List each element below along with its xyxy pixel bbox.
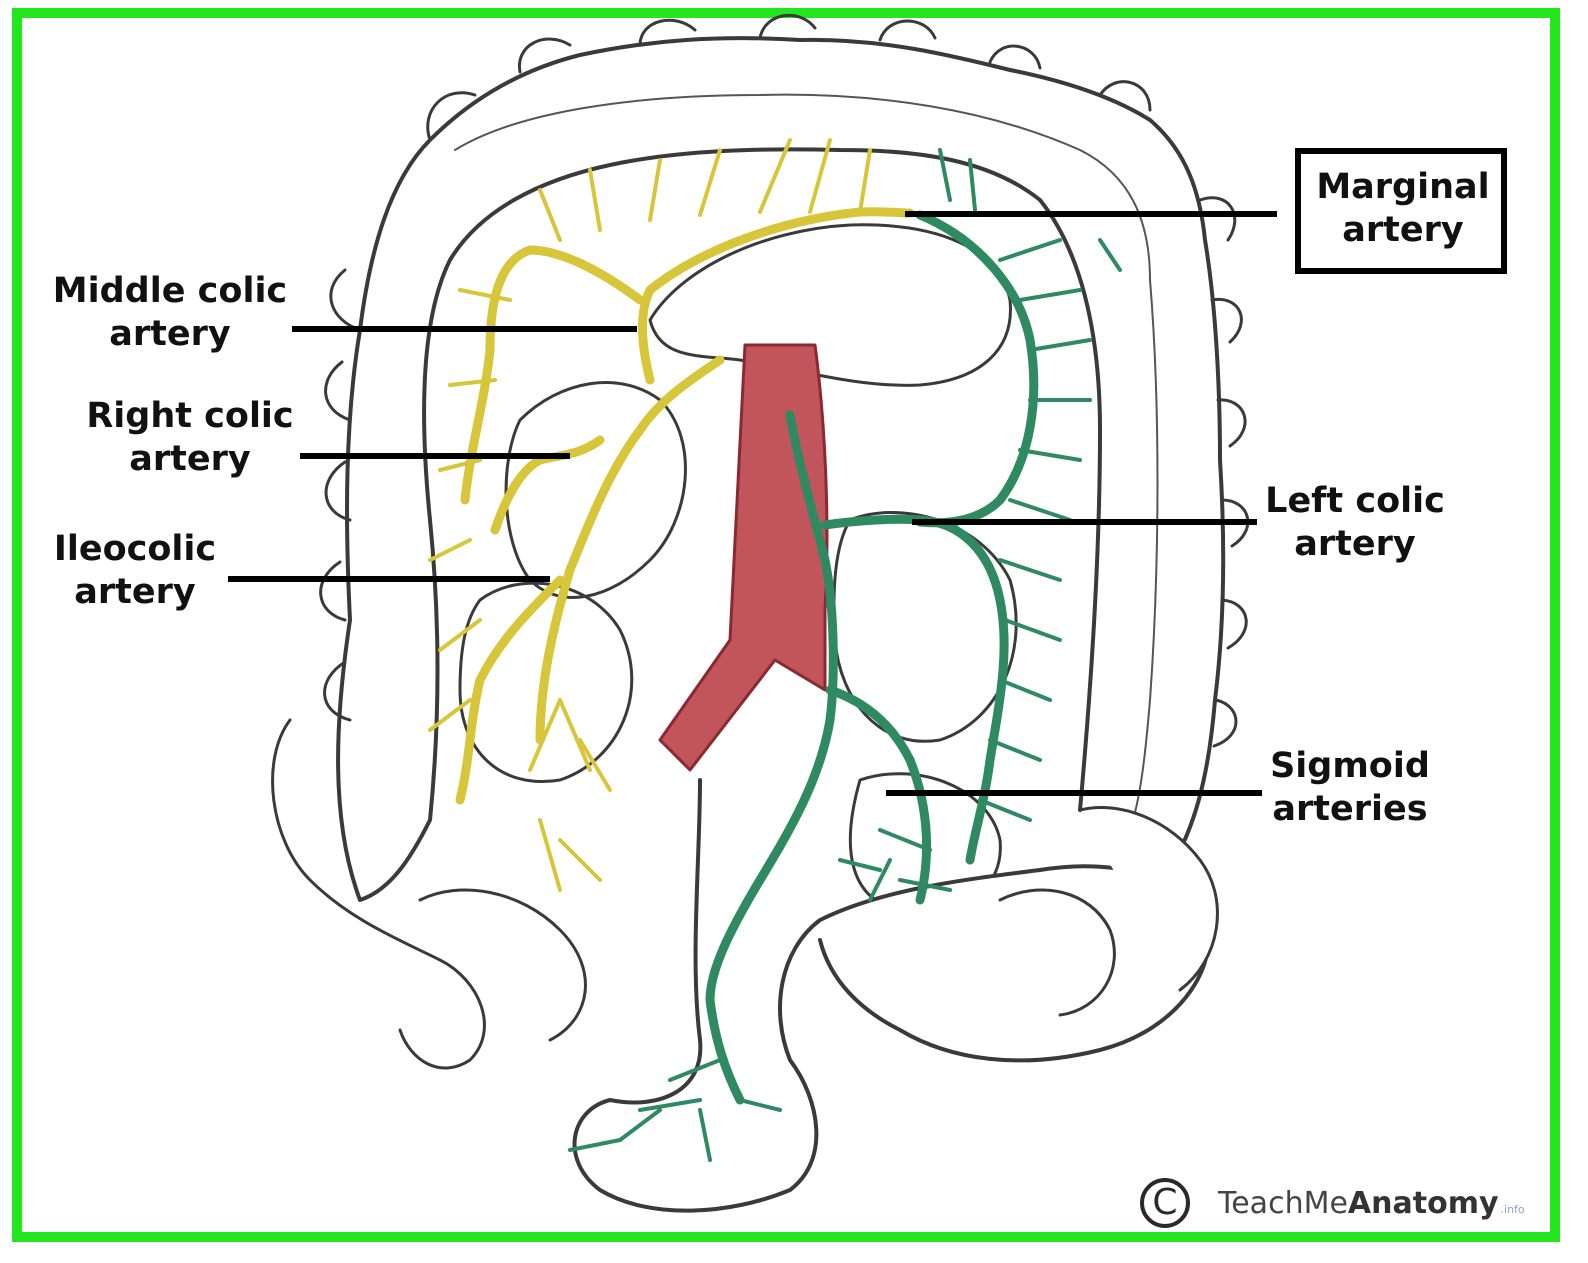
label-marginal-line1: Marginal: [1303, 166, 1503, 209]
logo-brand-bold: Anatomy: [1348, 1186, 1499, 1221]
label-ileocolic-artery: Ileocolic artery: [45, 528, 225, 614]
label-left-colic-line2: artery: [1250, 523, 1460, 566]
middle-colic-leader: [292, 326, 637, 332]
logo-brand-regular: TeachMe: [1218, 1186, 1348, 1221]
logo-text: TeachMeAnatomy.info: [1218, 1184, 1525, 1230]
label-middle-colic-line2: artery: [40, 313, 300, 356]
logo-suffix: .info: [1501, 1203, 1525, 1216]
label-middle-colic-artery: Middle colic artery: [40, 270, 300, 356]
label-sigmoid-line2: arteries: [1255, 788, 1445, 831]
pancreas-shape: [650, 225, 1010, 386]
label-sigmoid-line1: Sigmoid: [1255, 745, 1445, 788]
label-left-colic-line1: Left colic: [1250, 480, 1460, 523]
label-sigmoid-arteries: Sigmoid arteries: [1255, 745, 1445, 831]
marginal-leader: [905, 211, 1277, 217]
label-marginal-artery: Marginal artery: [1303, 166, 1503, 252]
sigmoid-leader: [886, 790, 1262, 796]
left-colic-leader: [912, 519, 1257, 525]
aorta: [660, 345, 827, 770]
label-right-colic-line1: Right colic: [70, 395, 310, 438]
right-colic-leader: [300, 453, 570, 459]
label-marginal-line2: artery: [1303, 209, 1503, 252]
label-ileocolic-line1: Ileocolic: [45, 528, 225, 571]
copyright-icon: C: [1140, 1178, 1190, 1228]
label-left-colic-artery: Left colic artery: [1250, 480, 1460, 566]
label-ileocolic-line2: artery: [45, 571, 225, 614]
label-right-colic-line2: artery: [70, 438, 310, 481]
label-middle-colic-line1: Middle colic: [40, 270, 300, 313]
ileocolic-leader: [228, 576, 550, 582]
label-right-colic-artery: Right colic artery: [70, 395, 310, 481]
